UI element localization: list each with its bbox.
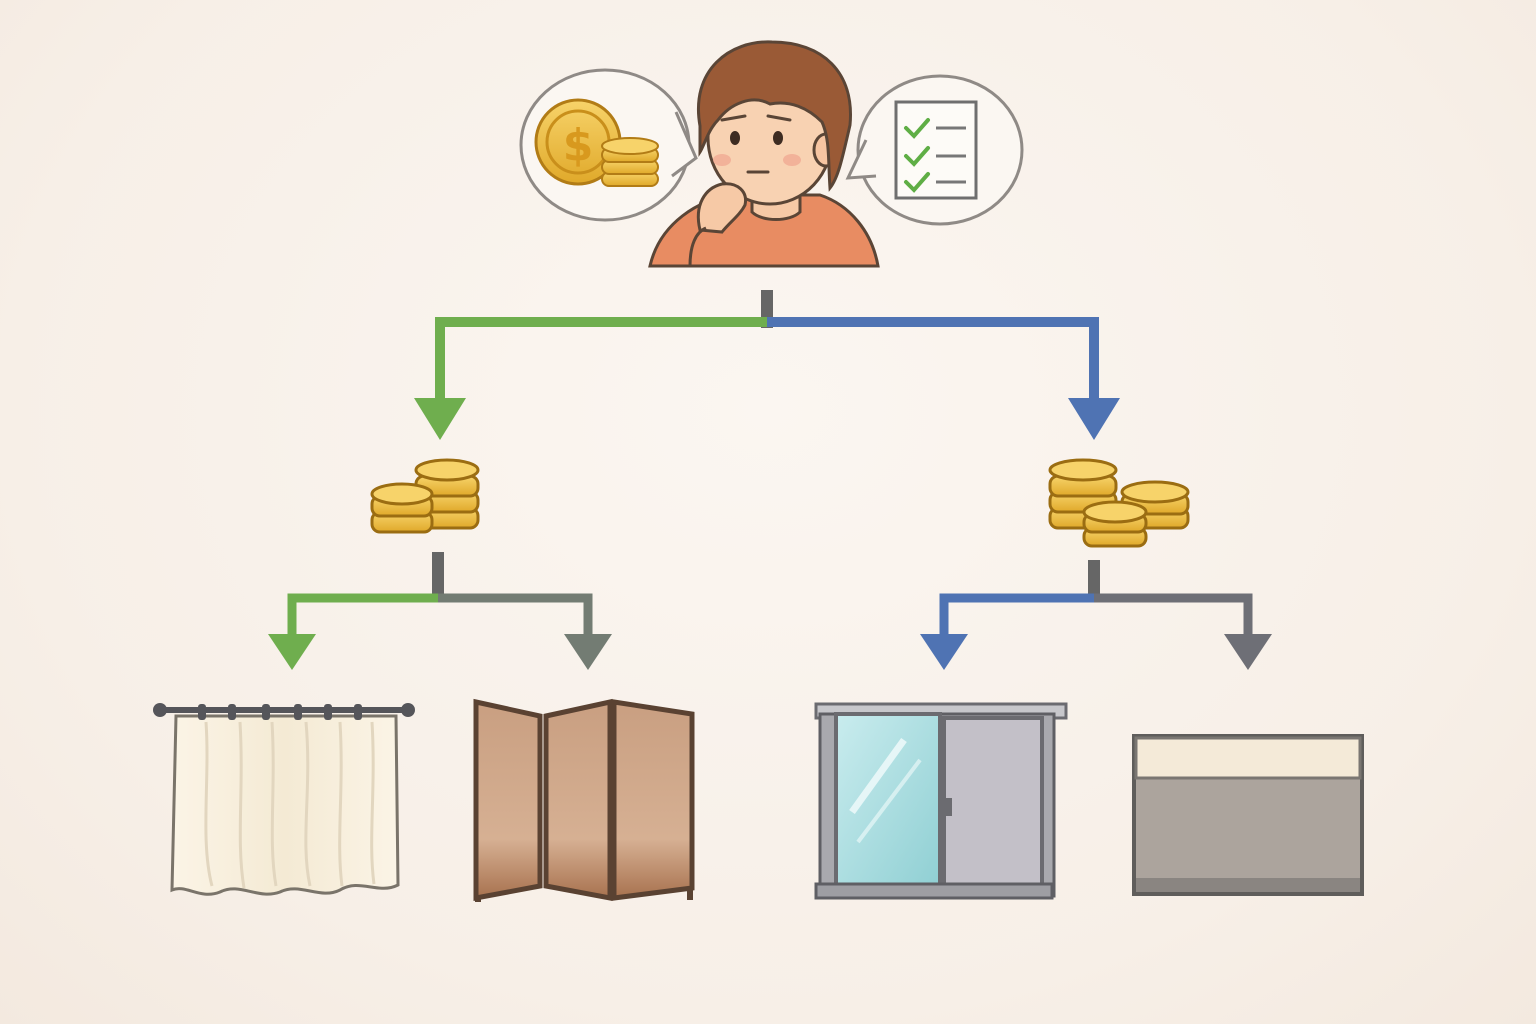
- arrow-to-folding-screen: [564, 634, 612, 670]
- arrow-to-curtain: [268, 634, 316, 670]
- arrow-to-high-cost: [1068, 398, 1120, 440]
- person-thinking-icon: [648, 40, 880, 268]
- small-coin-stack-icon: [370, 458, 480, 534]
- sliding-door-icon: [814, 702, 1068, 900]
- arrow-to-low-cost: [414, 398, 466, 440]
- curtain-icon: [153, 703, 415, 896]
- svg-text:$: $: [563, 120, 594, 171]
- root-connector: [414, 290, 1120, 440]
- arrow-to-sliding-door: [920, 634, 968, 670]
- arrow-to-partition-wall: [1224, 634, 1272, 670]
- low-cost-connector: [268, 552, 612, 670]
- checklist-thought-bubble-icon: [845, 74, 1024, 226]
- folding-screen-icon: [473, 698, 695, 902]
- coins-thought-bubble-icon: $: [519, 68, 698, 222]
- high-cost-connector: [920, 560, 1272, 670]
- partition-wall-icon: [1132, 734, 1364, 896]
- large-coin-stack-icon: [1048, 458, 1190, 548]
